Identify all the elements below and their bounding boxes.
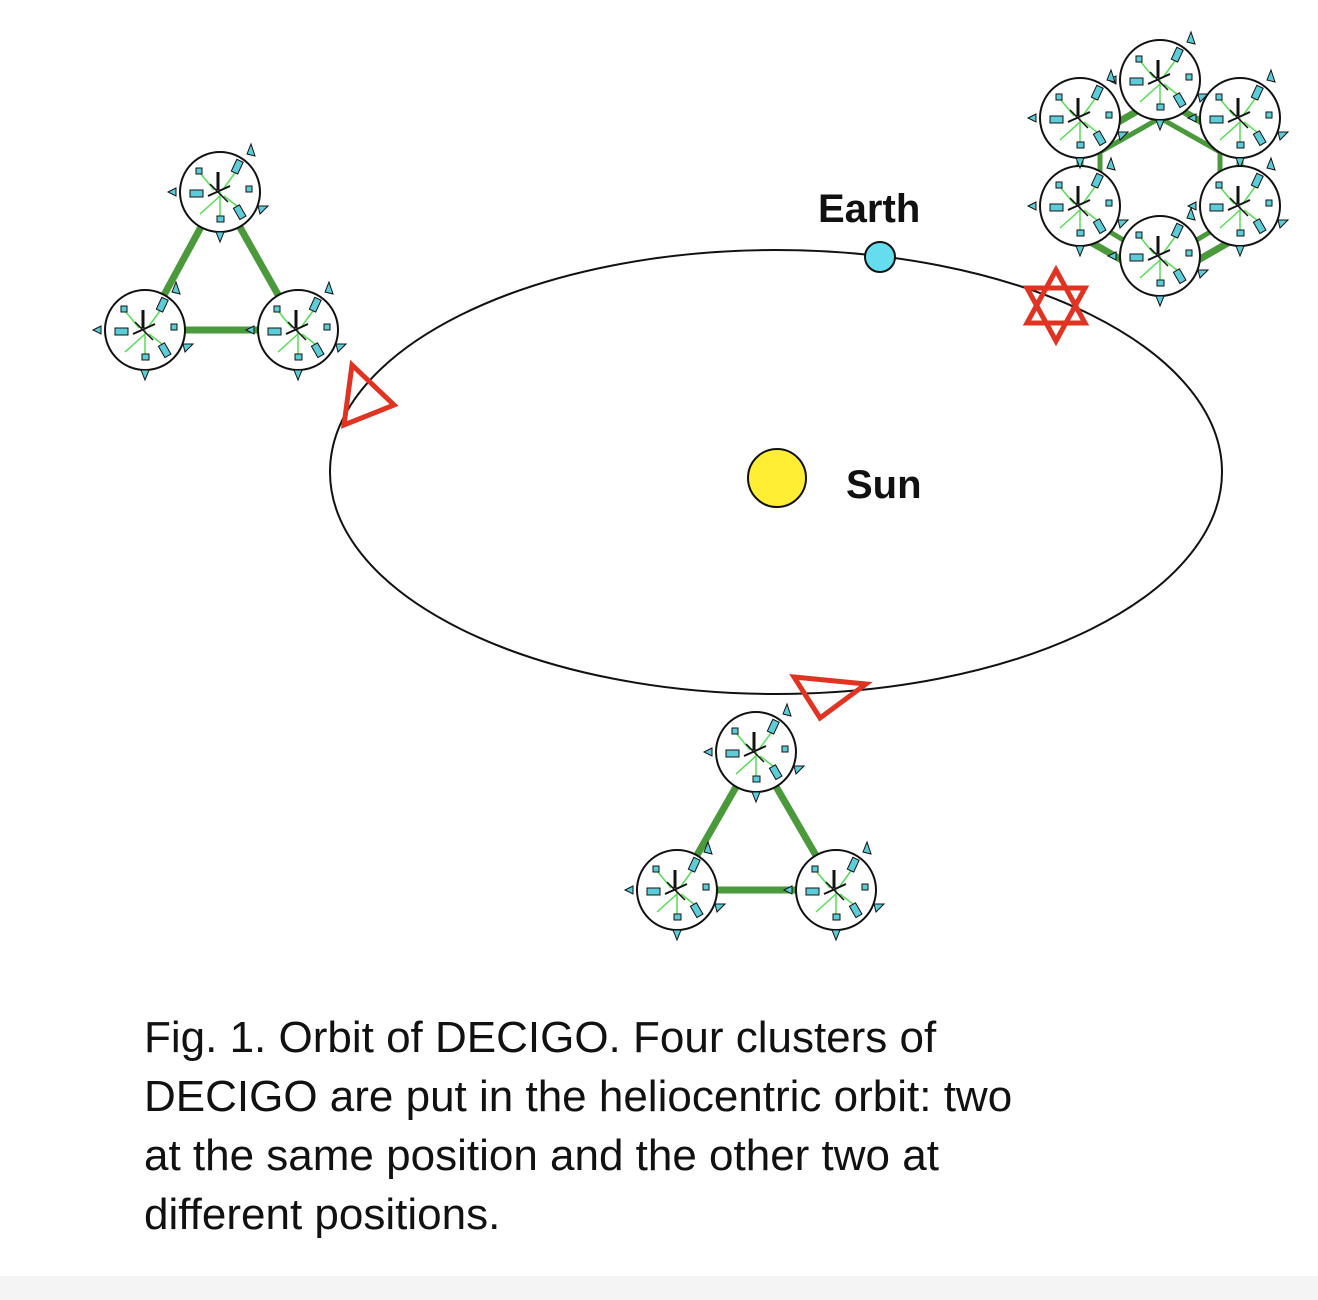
spacecraft-icon — [623, 840, 727, 942]
earth-label: Earth — [818, 187, 920, 231]
hexagram-cluster — [1026, 30, 1290, 308]
spacecraft-icon — [702, 702, 806, 804]
spacecraft-icon — [91, 280, 195, 382]
sun-icon — [747, 448, 807, 508]
caption-line: Fig. 1. Orbit of DECIGO. Four clusters o… — [144, 1013, 937, 1062]
caption-line: at the same position and the other two a… — [144, 1131, 939, 1180]
cluster-marker-triangle-bottom — [789, 674, 873, 722]
cluster-marker-star — [1022, 264, 1090, 347]
caption-line: different positions. — [144, 1190, 501, 1239]
heliocentric-orbit — [329, 249, 1223, 695]
bottom-edge — [0, 1276, 1318, 1300]
spacecraft-icon — [782, 840, 886, 942]
sun-label: Sun — [846, 463, 922, 507]
caption-line: DECIGO are put in the heliocentric orbit… — [144, 1072, 1013, 1121]
figure-caption: Fig. 1. Orbit of DECIGO. Four clusters o… — [144, 1008, 1224, 1244]
spacecraft-icon — [244, 280, 348, 382]
orbit-diagram: Sun Earth — [91, 30, 1290, 942]
earth-icon — [864, 241, 896, 273]
spacecraft-icon — [1186, 156, 1290, 258]
spacecraft-icon — [1186, 68, 1290, 170]
triangle-cluster-bottom — [623, 702, 886, 942]
spacecraft-icon — [1026, 156, 1130, 258]
cluster-marker-triangle-left — [340, 359, 399, 429]
triangle-cluster-left — [91, 142, 348, 382]
spacecraft-icon — [1026, 68, 1130, 170]
spacecraft-icon — [166, 142, 270, 244]
